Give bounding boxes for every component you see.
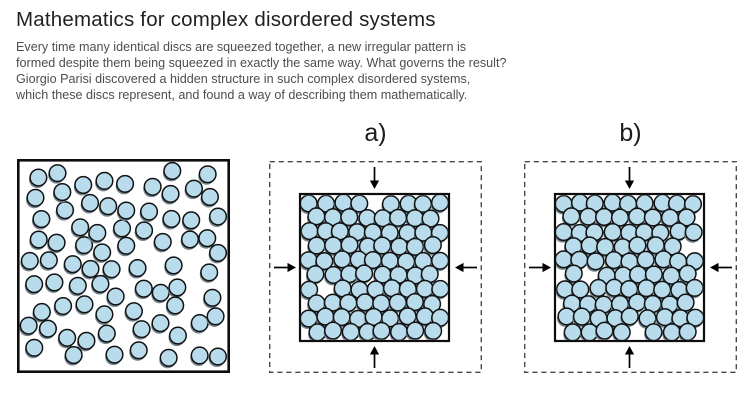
- panel-a-label: a): [364, 119, 387, 147]
- panel-b-squeezed: [524, 161, 737, 373]
- discs: [301, 195, 448, 340]
- panel-loose-discs: [17, 159, 230, 373]
- page-title: Mathematics for complex disordered syste…: [16, 8, 436, 31]
- panel-b-label: b): [619, 119, 642, 147]
- squeeze-arrows: [529, 167, 732, 368]
- squeezed-discs-figure-b: [524, 161, 737, 373]
- loose-discs-figure: [17, 159, 230, 373]
- squeezed-discs-figure-a: [269, 161, 482, 373]
- squeeze-arrows: [274, 167, 477, 368]
- discs: [556, 195, 703, 340]
- panel-a-squeezed: [269, 161, 482, 373]
- discs: [19, 161, 228, 369]
- intro-paragraph: Every time many identical discs are sque…: [16, 40, 507, 102]
